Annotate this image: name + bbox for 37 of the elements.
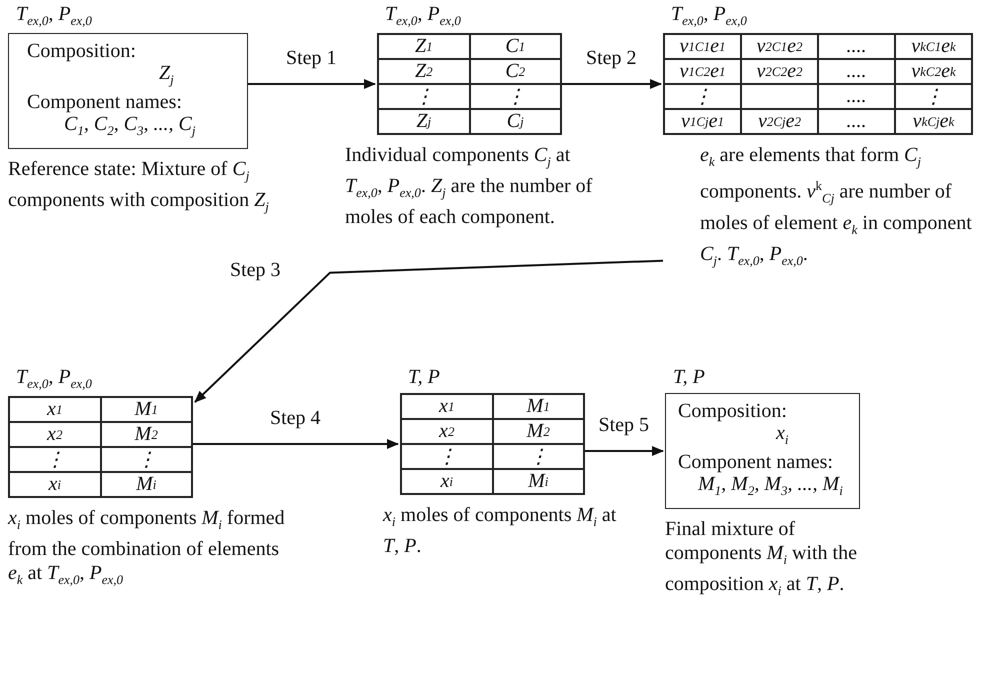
- table-cell: ⋮: [100, 447, 192, 472]
- table-cell: ....: [818, 84, 895, 109]
- arrow: [562, 79, 662, 89]
- arrow: [585, 446, 664, 456]
- state-conditions: T$_{ex,0}$, P$_{ex,0}$: [385, 3, 461, 29]
- caption-text: x$_{i}$ moles of components M$_{i}$ at T, P.: [383, 503, 618, 558]
- table-cell: ....: [818, 59, 895, 84]
- state-conditions: T$_{ex,0}$, P$_{ex,0}$: [671, 3, 747, 29]
- composition-value: x$_{i}$: [776, 422, 789, 449]
- caption-text: Individual components C$_{j}$ at T$_{ex,0}$, P$_{ex,0}$. Z$_{j}$ are the number of moles of each component.: [345, 143, 594, 229]
- field-label: Composition:: [27, 40, 136, 62]
- caption-text: Reference state: Mixture of C$_{j}$ components with composition Z$_{j}$: [8, 157, 270, 216]
- table-cell: ....: [818, 109, 895, 134]
- composition-value: C$_{1}$, C$_{2}$, C$_{3}$, ..., C$_{j}$: [64, 113, 196, 140]
- table-cell: ⋮: [664, 84, 741, 109]
- arrow: [248, 79, 376, 89]
- table-cell: ⋮: [401, 444, 492, 469]
- state-conditions: T$_{ex,0}$, P$_{ex,0}$: [16, 366, 92, 392]
- composition-value: M$_{1}$, M$_{2}$, M$_{3}$, ..., M$_{i}$: [698, 473, 843, 500]
- caption-text: Final mixture of components M$_{i}$ with the composition x$_{i}$ at T, P.: [665, 517, 858, 600]
- arrow: [194, 260, 664, 403]
- state-conditions: T$_{ex,0}$, P$_{ex,0}$: [16, 3, 92, 29]
- caption-text: e$_{k}$ are elements that form C$_{j}$ components. v$^{k}$$_{Cj}$ are number of moles of element e$_{k}$ in component C$_{j}$. T$_{ex,0}$, P$_{ex,0}$.: [700, 143, 973, 270]
- state-conditions: T, P: [408, 366, 440, 389]
- field-label: Component names:: [27, 91, 182, 113]
- table-cell: ....: [818, 34, 895, 59]
- state-conditions: T, P: [673, 366, 705, 389]
- table-cell: ⋮: [492, 444, 584, 469]
- caption-text: x$_{i}$ moles of components M$_{i}$ formed from the combination of elements e$_{k}$ at T$_{ex,0}$, P$_{ex,0}$: [8, 506, 286, 589]
- table-cell: ⋮: [470, 84, 561, 109]
- table-cell: ⋮: [895, 84, 972, 109]
- table-cell: ⋮: [378, 84, 470, 109]
- field-label: Composition:: [678, 400, 787, 422]
- arrow: [193, 439, 399, 449]
- field-label: Component names:: [678, 451, 833, 473]
- composition-value: Z$_{j}$: [159, 62, 174, 89]
- table-cell: ⋮: [9, 447, 100, 472]
